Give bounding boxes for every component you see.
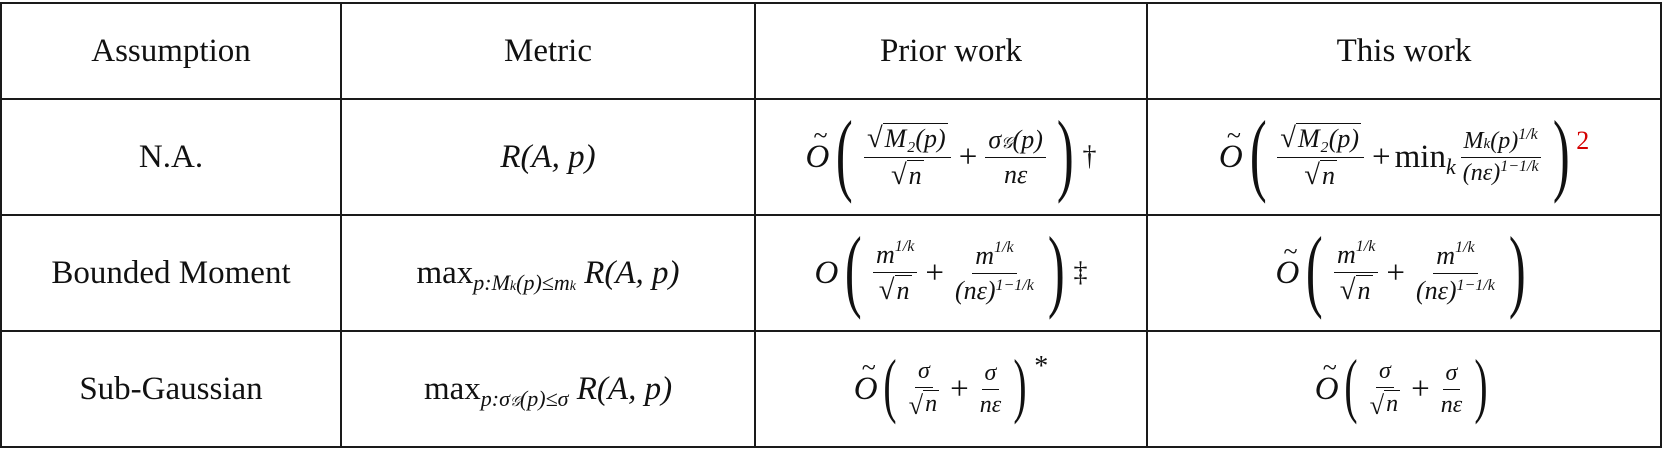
footnote-mark: 2 [1576,126,1590,155]
header-this-work: This work [1146,2,1662,100]
prior-work-cell: O ( √M₂(p)√n + σ𝒢(p)nε ) † [754,98,1148,216]
header-assumption: Assumption [0,2,342,100]
this-bound-formula: O ( m1/k√n + m1/k(nε)1−1/k ) [1276,223,1533,319]
prior-bound-formula: O ( √M₂(p)√n + σ𝒢(p)nε ) † [805,107,1097,203]
metric-cell: R(A, p) [340,98,756,216]
assumption-cell: Sub-Gaussian [0,330,342,448]
asterisk-mark: * [1034,351,1049,382]
prior-work-cell: O ( m1/k√n + m1/k(nε)1−1/k ) ‡ [754,214,1148,332]
dagger-mark: † [1082,141,1097,172]
assumption-cell: Bounded Moment [0,214,342,332]
this-work-cell: O ( m1/k√n + m1/k(nε)1−1/k ) [1146,214,1662,332]
double-dagger-mark: ‡ [1073,257,1088,288]
header-prior-work: Prior work [754,2,1148,100]
prior-bound-formula: O ( m1/k√n + m1/k(nε)1−1/k ) ‡ [814,218,1088,320]
prior-bound-formula: O ( σ√n + σnε ) * [854,349,1049,425]
this-work-cell: O ( σ√n + σnε ) [1146,330,1662,448]
assumption-cell: N.A. [0,98,342,216]
header-metric: Metric [340,2,756,100]
header-row: Assumption Metric Prior work This work [0,2,1662,100]
table-row: N.A. R(A, p) O ( √M₂(p)√n + σ𝒢(p)nε ) † … [0,98,1662,216]
this-bound-formula: O ( σ√n + σnε ) [1315,349,1493,425]
prior-work-cell: O ( σ√n + σnε ) * [754,330,1148,448]
